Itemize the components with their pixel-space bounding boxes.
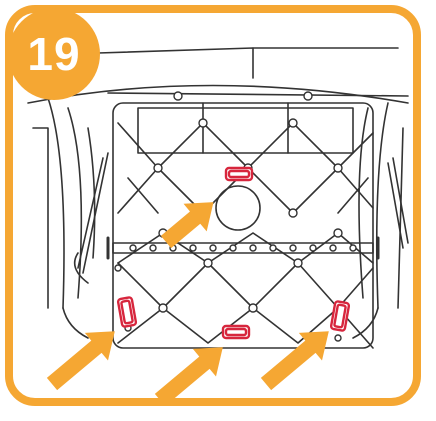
step-frame — [5, 5, 421, 406]
seat-illustration — [27, 47, 409, 398]
step-number: 19 — [27, 28, 81, 80]
step-number-badge: 19 — [8, 8, 100, 100]
clip-icon — [116, 166, 351, 340]
arrow-icon — [46, 331, 115, 391]
arrow-icon — [260, 331, 329, 391]
arrow-icon — [160, 202, 214, 249]
arrow-icon — [154, 347, 223, 398]
